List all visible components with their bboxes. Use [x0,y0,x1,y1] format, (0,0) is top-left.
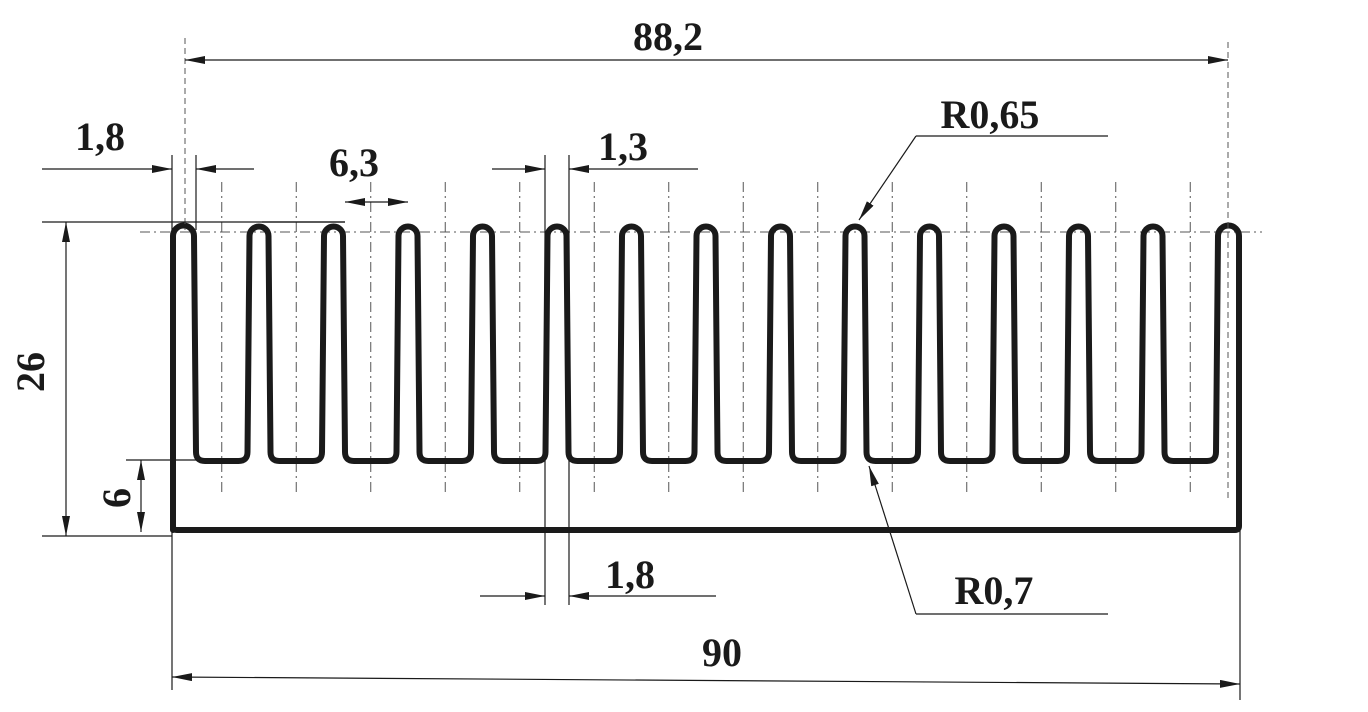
leader-tip-radius [858,135,917,221]
dim-fin-tip-thickness-inner: 1,3 [598,124,648,169]
leader-root-radius [868,465,917,615]
dim-fin-tip-thickness: 1,8 [75,114,125,159]
dim-tip-radius: R0,65 [941,92,1040,137]
dim-overall-top: 88,2 [633,14,703,59]
heatsink-profile [170,222,1242,533]
dim-fin-gap: 6,3 [329,140,379,185]
dim-root-radius: R0,7 [955,568,1034,613]
dim-fin-root-thickness: 1,8 [605,552,655,597]
fin-centerlines [221,182,1191,492]
dim-base-thickness: 6 [94,488,139,508]
dim-height: 26 [8,352,53,392]
dim-overall-bottom: 90 [702,630,742,675]
dim-line-overall-bottom [171,673,1241,688]
